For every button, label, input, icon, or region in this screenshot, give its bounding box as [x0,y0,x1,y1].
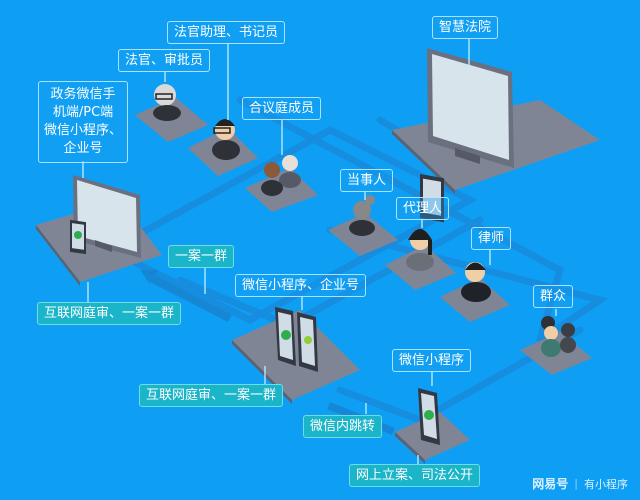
smart-court-platform [392,48,600,223]
panel-members-label: 合议庭成员 [242,97,322,120]
party-platform [328,195,398,256]
gov-wechat-label: 政务微信手 机端/PC端 微信小程序、 企业号 [38,81,128,163]
gov-wechat-label-line-2: 机端/PC端 [52,105,114,120]
public-label: 群众 [533,285,574,308]
agent-label: 代理人 [396,197,450,220]
lawyer-platform [440,262,510,322]
one-case-one-group-label: 一案一群 [168,245,235,268]
public-platform [520,316,592,375]
watermark-author: 有小程序 [584,477,628,491]
wechat-jump-label: 微信内跳转 [303,415,383,438]
internet-trial-left-label: 互联网庭审、一案一群 [37,302,182,325]
watermark: 网易号 | 有小程序 [532,475,628,492]
gov-wechat-label-line-3: 微信小程序、 [43,123,122,138]
judge-approver-label: 法官、审批员 [118,49,211,72]
online-filing-label: 网上立案、司法公开 [349,464,481,487]
label-connectors [82,39,557,465]
watermark-separator: | [574,477,578,490]
gov-wechat-label-line-1: 政务微信手 [50,87,116,102]
gov-wechat-platform [36,175,162,286]
panel-members-platform [245,155,318,212]
smart-court-label: 智慧法院 [432,16,499,39]
agent-platform [385,229,456,290]
watermark-brand: 网易号 [532,477,569,491]
assistant-clerk-platform [188,119,258,176]
internet-trial-bottom-label: 互联网庭审、一案一群 [139,384,284,407]
party-label: 当事人 [340,169,394,192]
miniapp-label: 微信小程序 [392,349,472,372]
judge-approver-platform [135,84,208,142]
lawyer-label: 律师 [471,227,512,250]
miniapp-enterprise-label: 微信小程序、企业号 [235,274,367,297]
assistant-clerk-label: 法官助理、书记员 [167,21,286,44]
gov-wechat-label-line-4: 企业号 [63,141,103,156]
